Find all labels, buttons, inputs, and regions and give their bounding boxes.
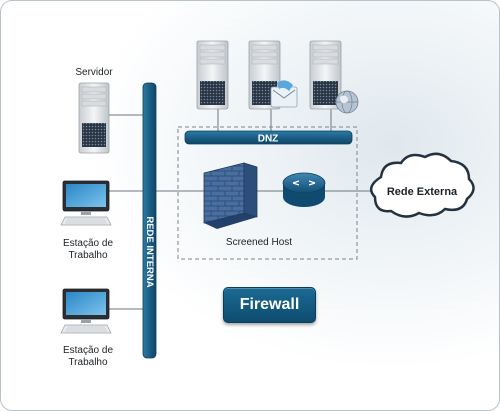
screened-host-zone [177,126,358,260]
server-icon [309,40,342,110]
workstation-label-line2: Trabalho [68,357,108,368]
mail-icon [270,80,298,108]
cloud-icon [369,152,475,218]
dnz-label: DNZ [258,134,279,145]
workstation-label-line1: Estação de [62,238,114,249]
dnz-bus [184,130,353,145]
workstation-label-line1: Estação de [62,345,114,356]
rede-interna-label: REDE INTERNA [144,216,155,287]
servidor-label: Servidor [75,67,113,78]
server-icon [78,82,110,154]
workstation-label: Estação de Trabalho [53,345,123,369]
router-icon [282,172,326,207]
workstation-label-line2: Trabalho [68,250,108,261]
workstation-icon [60,180,112,226]
screened-host-label: Screened Host [225,237,293,248]
workstation-icon [60,288,112,334]
connection-lines [109,109,372,310]
globe-icon [335,90,359,114]
rede-interna-bus [142,82,157,359]
firewall-wall-icon [203,162,258,229]
rede-externa-label: Rede Externa [387,186,458,198]
server-icon [196,40,229,110]
workstation-label: Estação de Trabalho [53,238,123,262]
firewall-button[interactable]: Firewall [223,287,316,323]
